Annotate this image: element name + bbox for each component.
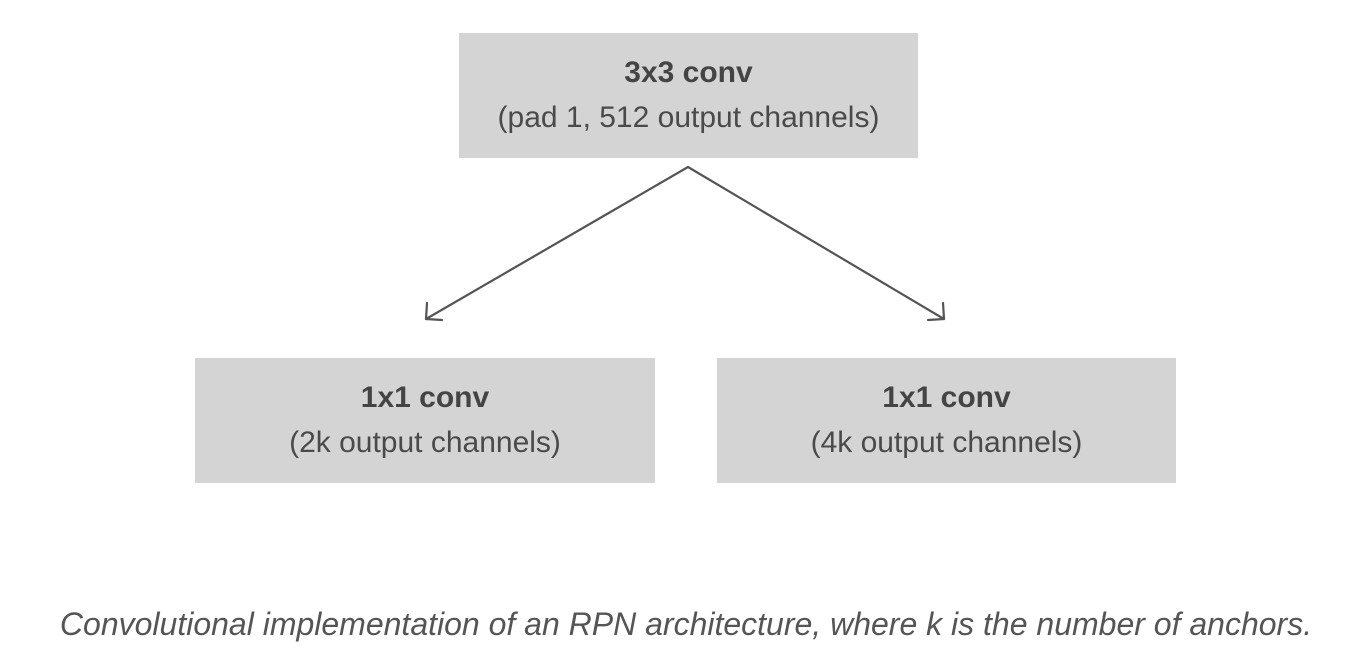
arrow-top-to-right bbox=[686, 165, 946, 322]
node-3x3-conv: 3x3 conv (pad 1, 512 output channels) bbox=[459, 33, 918, 158]
node-title: 1x1 conv bbox=[882, 380, 1011, 414]
figure-caption: Convolutional implementation of an RPN a… bbox=[59, 606, 1313, 642]
node-1x1-conv-2k: 1x1 conv (2k output channels) bbox=[195, 358, 655, 483]
arrow-top-to-left bbox=[424, 165, 690, 322]
node-title: 1x1 conv bbox=[360, 380, 490, 414]
node-subtitle: (4k output channels) bbox=[810, 425, 1083, 459]
node-title: 3x3 conv bbox=[624, 55, 753, 89]
node-subtitle: (pad 1, 512 output channels) bbox=[497, 100, 880, 134]
node-1x1-conv-4k: 1x1 conv (4k output channels) bbox=[717, 358, 1176, 483]
node-subtitle: (2k output channels) bbox=[289, 425, 561, 459]
